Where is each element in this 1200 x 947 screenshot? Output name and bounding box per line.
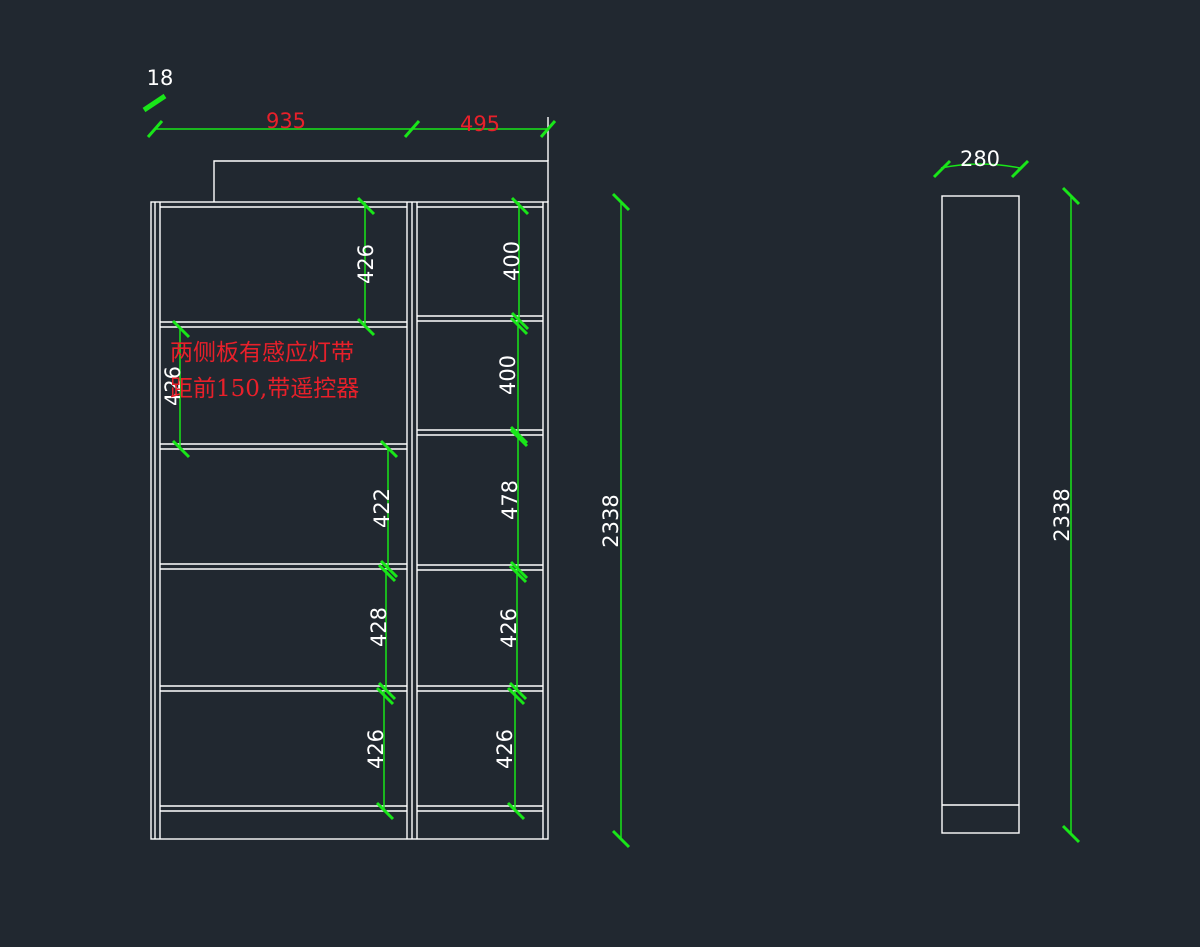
front-view-outline <box>150 117 549 840</box>
side-dimension-lines <box>932 159 1081 844</box>
cabinet-outer <box>150 201 549 840</box>
left-spacing-2: 426 <box>161 366 185 406</box>
side-dimension-texts: 280 2338 <box>960 147 1074 542</box>
right-width-label: 495 <box>460 112 500 136</box>
front-total-height-label: 2338 <box>599 494 623 547</box>
depth-label: 280 <box>960 147 1000 171</box>
note-line-2: 距前150,带遥控器 <box>170 376 359 402</box>
front-dimension-texts: 18 935 495 426 426 422 428 426 400 400 4… <box>147 66 623 769</box>
right-spacing-5: 426 <box>493 729 517 769</box>
right-spacing-3: 478 <box>498 480 522 520</box>
note-line-1: 两侧板有感应灯带 <box>170 340 354 366</box>
left-spacing-5: 426 <box>364 729 388 769</box>
side-panel-outline <box>941 195 1020 834</box>
left-spacing-4: 428 <box>367 607 391 647</box>
left-spacing-3: 422 <box>370 488 394 528</box>
thickness-tick <box>142 93 167 113</box>
right-spacing-4: 426 <box>497 608 521 648</box>
top-step-outline <box>213 160 549 202</box>
side-total-height-label: 2338 <box>1050 488 1074 541</box>
front-dimension-lines <box>142 93 631 849</box>
depth-dimension-line <box>940 163 1021 169</box>
panel-thickness-label: 18 <box>147 66 174 90</box>
side-view-outline <box>941 195 1020 834</box>
right-shelves <box>417 315 543 812</box>
left-spacing-1: 426 <box>354 244 378 284</box>
right-spacing-1: 400 <box>500 241 524 281</box>
left-width-label: 935 <box>266 109 306 133</box>
right-spacing-2: 400 <box>496 355 520 395</box>
left-shelves <box>160 321 407 812</box>
